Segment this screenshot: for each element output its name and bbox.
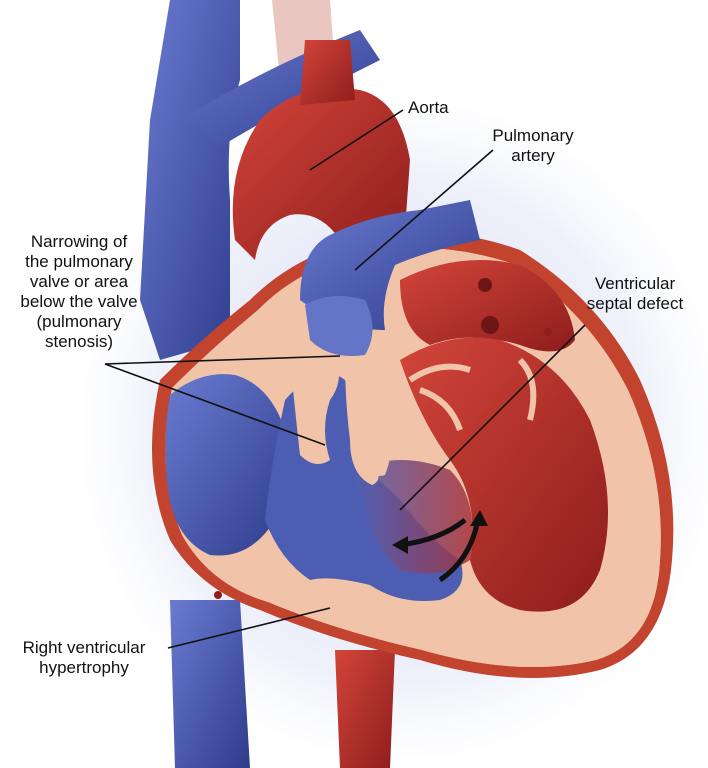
leader-pulmonary-artery — [354, 149, 494, 271]
leader-vsd — [399, 324, 586, 511]
label-ventricular-septal-defect: Ventricular septal defect — [586, 274, 684, 313]
leader-aorta — [309, 109, 404, 171]
label-aorta: Aorta — [408, 98, 449, 117]
pulmonary-valve-opening — [305, 296, 373, 356]
shunt-arrowhead-up — [470, 510, 488, 526]
septal-ridge — [345, 360, 380, 485]
descending-vessel — [335, 650, 395, 768]
coronary-dot — [544, 328, 552, 336]
vena-cava — [140, 0, 240, 360]
infundibular-narrowing — [290, 351, 339, 464]
inferior-vena-cava — [170, 600, 250, 768]
pulmonary-vein-opening — [481, 316, 499, 334]
label-pulmonary-artery: Pulmonary artery — [492, 126, 574, 165]
shunt-arrowhead-left — [392, 536, 408, 554]
left-ventricle — [400, 337, 608, 612]
leader-stenosis-1 — [104, 355, 341, 365]
leader-lines — [104, 109, 586, 649]
aorta-vessel — [232, 88, 410, 260]
shunt-arrow-up — [438, 519, 481, 583]
leader-stenosis-2 — [104, 363, 326, 446]
label-right-ventricular-hypertrophy: Right ventricular hypertrophy — [22, 638, 146, 677]
aorta-top — [300, 40, 355, 105]
chordae — [408, 357, 537, 432]
leader-rvh — [167, 607, 331, 649]
pulmonary-vein-opening — [478, 278, 492, 292]
label-pulmonary-stenosis: Narrowing of the pulmonary valve or area… — [20, 232, 138, 351]
left-atrium — [400, 260, 575, 352]
vsd-mixing-zone — [355, 460, 473, 574]
coronary-dot — [214, 591, 222, 599]
